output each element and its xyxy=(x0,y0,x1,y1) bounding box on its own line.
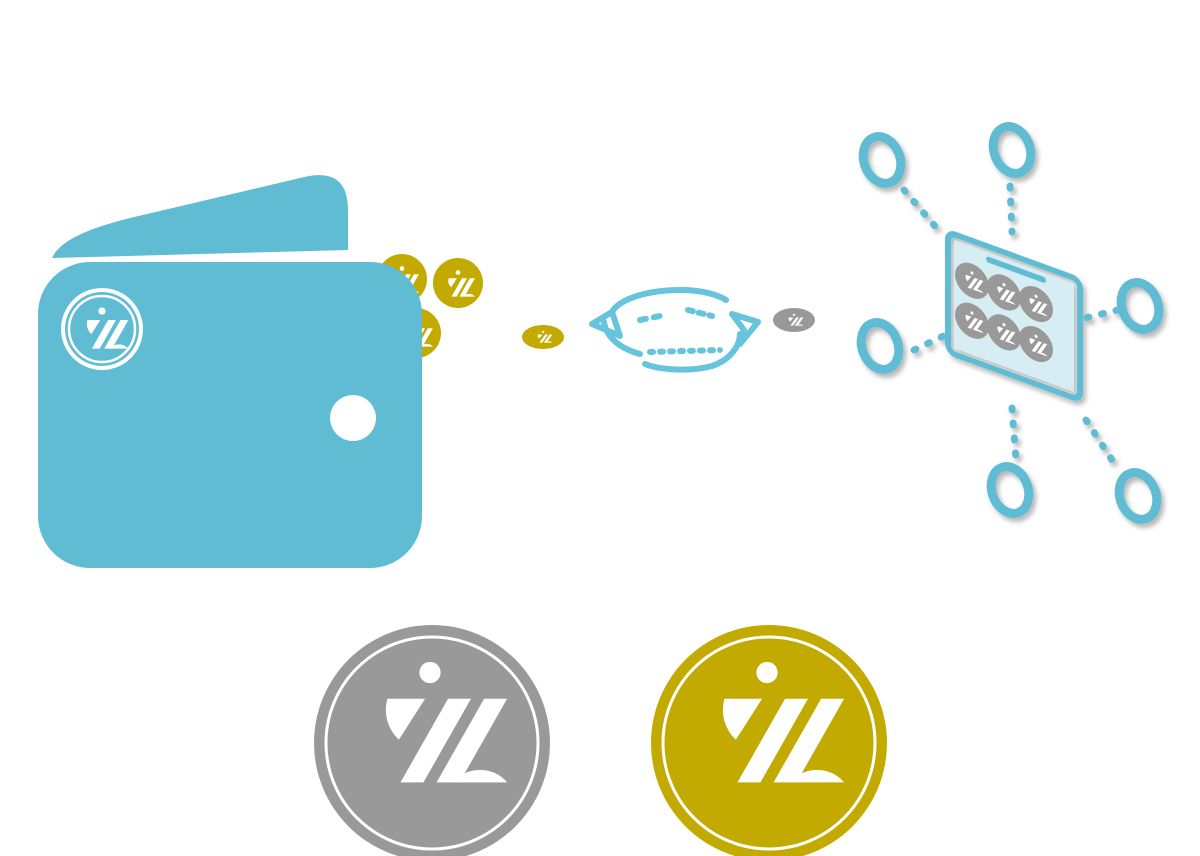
wallet-clasp xyxy=(330,395,376,441)
gold-coin-large xyxy=(651,625,887,856)
wallet-flap xyxy=(52,175,348,258)
network-icon xyxy=(856,122,1164,524)
exchange-group xyxy=(522,287,815,373)
silver-coin-large xyxy=(314,625,550,856)
wallet-logo-badge xyxy=(61,288,143,370)
wallet-icon xyxy=(38,175,483,568)
network-hub-panel xyxy=(945,231,1083,401)
silver-token xyxy=(773,308,815,332)
network-connectors xyxy=(900,182,1122,464)
network-node xyxy=(856,122,1164,524)
gold-token xyxy=(522,325,564,349)
refresh-icon xyxy=(589,287,761,373)
gold-coin-small xyxy=(433,258,483,308)
hub-coin-grid xyxy=(955,262,1053,363)
